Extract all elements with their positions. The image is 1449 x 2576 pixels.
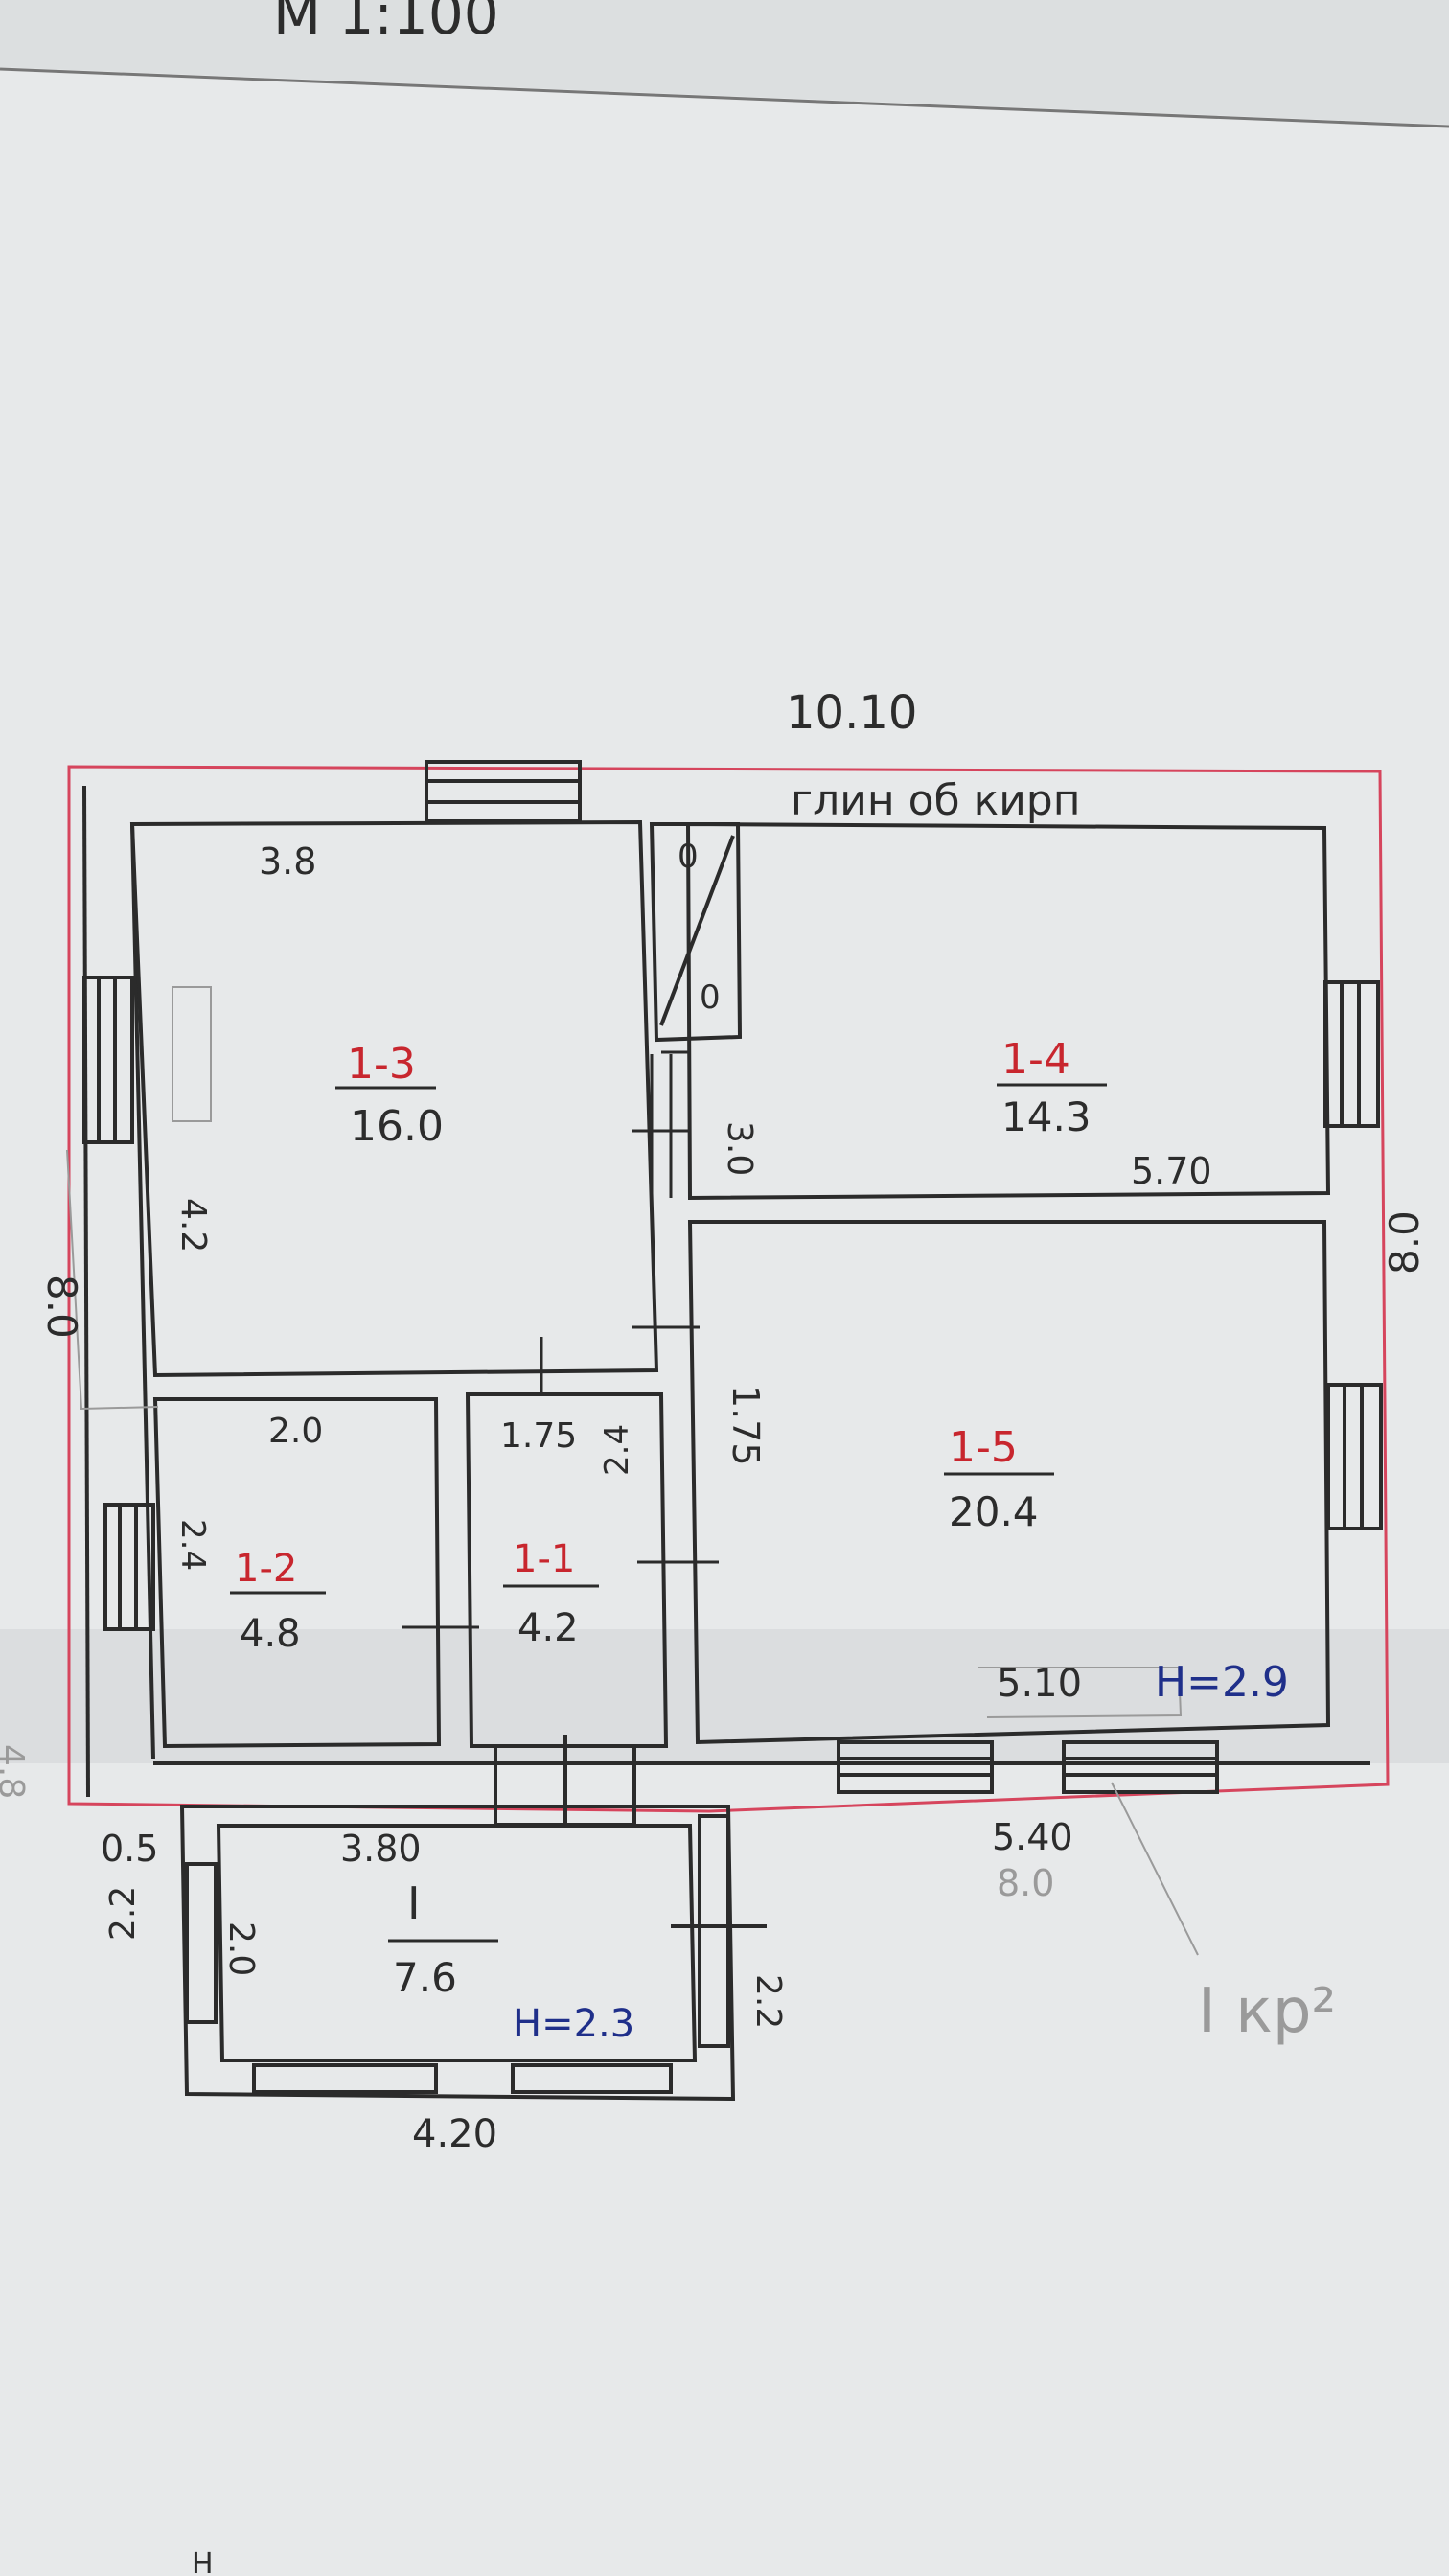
- room-1-5-ceiling-height: H=2.9: [1155, 1658, 1289, 1707]
- veranda-width-top: 3.80: [340, 1828, 422, 1870]
- room-1-4-id: 1-4: [1001, 1035, 1070, 1084]
- scale-label: М 1:100: [273, 0, 499, 47]
- room-1-5-height: 1.75: [724, 1385, 767, 1466]
- room-1-1-width: 1.75: [500, 1416, 577, 1456]
- room-1-4-width: 5.70: [1131, 1150, 1212, 1192]
- room-1-2-width: 2.0: [268, 1412, 323, 1451]
- bottom-right-dim: 5.40: [992, 1816, 1073, 1858]
- bottom-caption: Н: [192, 2547, 214, 2576]
- room-1-2-id: 1-2: [235, 1547, 297, 1591]
- room-1-4-area: 14.3: [1001, 1093, 1092, 1140]
- room-1-5-id: 1-5: [949, 1423, 1018, 1472]
- room-1-3-area: 16.0: [350, 1102, 444, 1151]
- veranda-walls: [179, 1805, 767, 2102]
- bottom-right-dim-faint: 8.0: [997, 1862, 1054, 1904]
- outer-boundary: [67, 765, 1390, 1813]
- room-1-3-id: 1-3: [347, 1040, 416, 1089]
- room-1-2-area: 4.8: [240, 1612, 301, 1656]
- veranda-id: I: [407, 1877, 421, 1929]
- room-1-5-area: 20.4: [949, 1488, 1039, 1535]
- height-left: 8.0: [38, 1275, 85, 1339]
- stove-mark-bottom: 0: [700, 978, 721, 1017]
- faint-pencil-note: I кр²: [1198, 1976, 1336, 2047]
- overall-width: 10.10: [786, 686, 917, 740]
- room-1-1-area: 4.2: [518, 1606, 579, 1650]
- veranda-area: 7.6: [393, 1954, 457, 2001]
- material-note: глин об кирп: [791, 776, 1081, 825]
- veranda-width-bottom: 4.20: [412, 2112, 497, 2156]
- windows: [82, 760, 1383, 1827]
- wall-left-faint: 4.8: [0, 1744, 31, 1799]
- room-1-1-id: 1-1: [513, 1537, 575, 1581]
- pencil-marks: [66, 986, 1199, 1956]
- veranda-height-right: 2.2: [748, 1974, 788, 2029]
- room-1-2-height: 2.4: [173, 1519, 212, 1571]
- height-right: 8.0: [1381, 1210, 1428, 1275]
- veranda-height-outer: 2.2: [104, 1886, 143, 1941]
- room-1-3-height: 4.2: [173, 1198, 213, 1253]
- room-1-5-width: 5.10: [997, 1662, 1082, 1706]
- corner-dim: 0.5: [101, 1828, 158, 1870]
- veranda-height-inner: 2.0: [221, 1921, 261, 1976]
- veranda-ceiling-height: H=2.3: [513, 2002, 634, 2046]
- paper-sheet: [0, 67, 1449, 2576]
- door-ticks: [402, 1050, 719, 1629]
- room-1-3-width: 3.8: [259, 840, 316, 883]
- sheet-fold-line: [0, 67, 1449, 128]
- stove-mark-top: 0: [678, 838, 699, 876]
- room-1-1-height: 2.4: [598, 1424, 636, 1476]
- room-1-4-height: 3.0: [720, 1121, 759, 1176]
